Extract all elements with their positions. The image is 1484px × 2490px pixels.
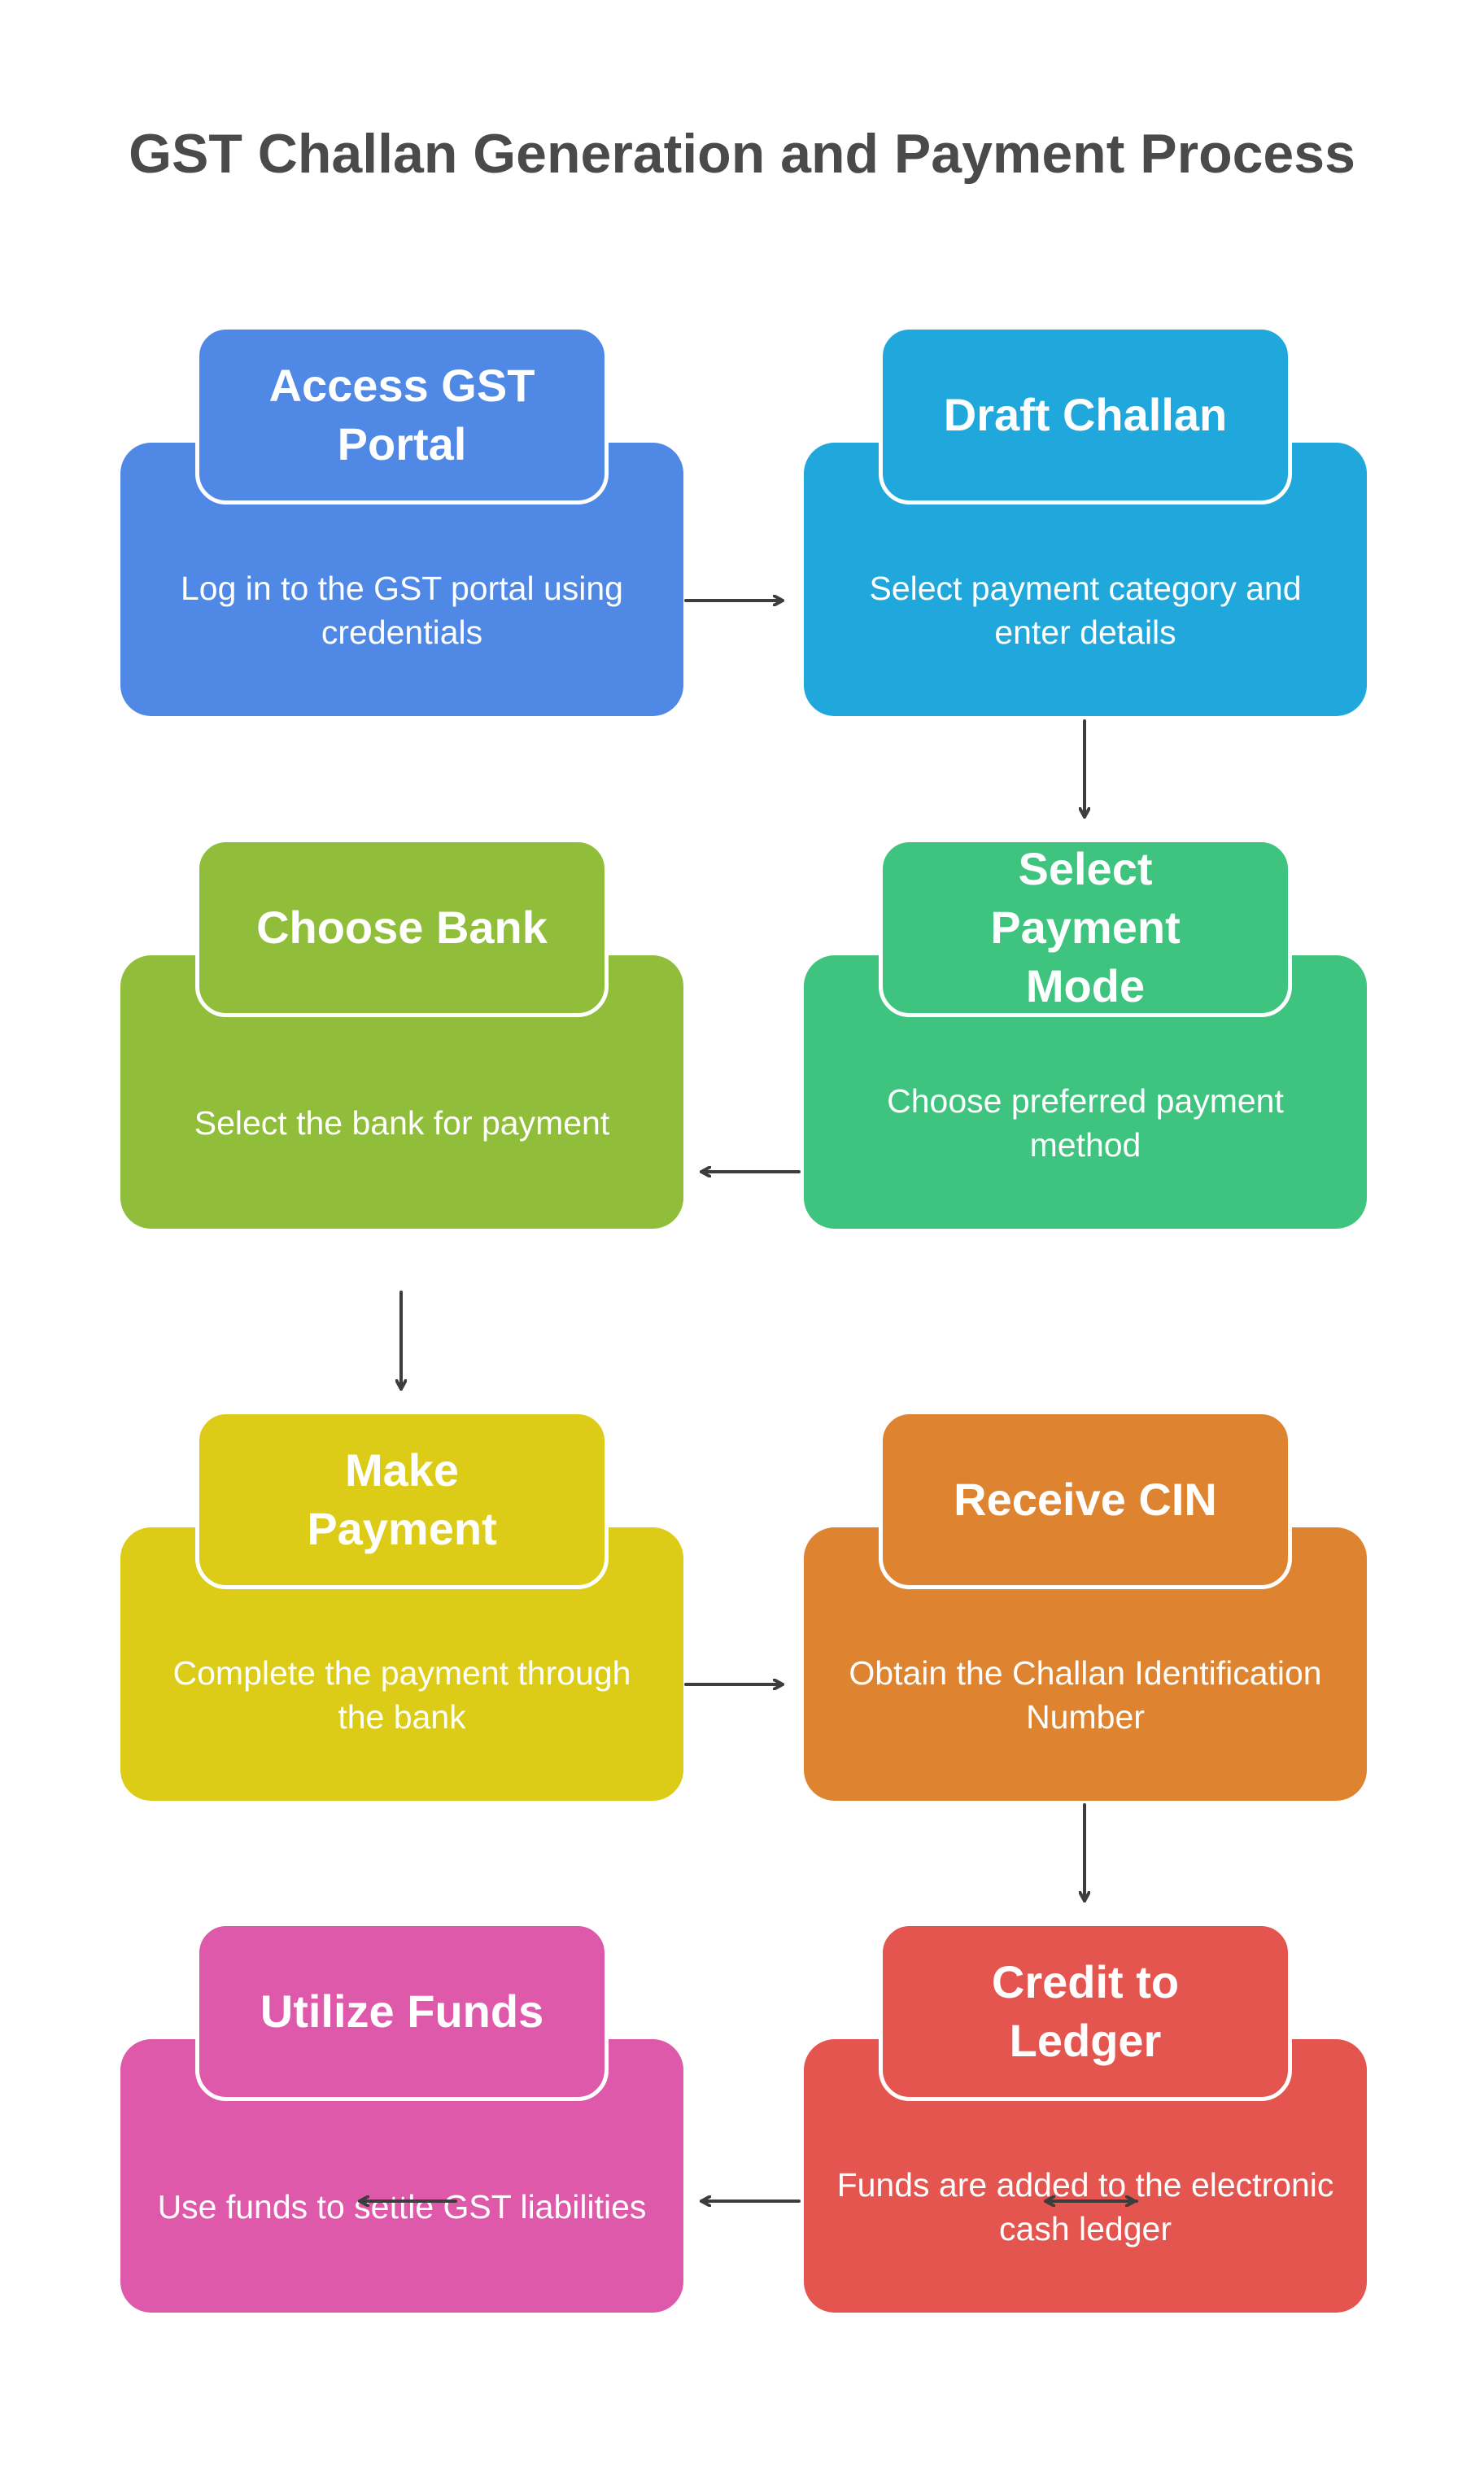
step-utilize-funds: Utilize Funds Use funds to settle GST li… bbox=[120, 1922, 683, 2313]
step-title: Credit to Ledger bbox=[879, 1922, 1292, 2101]
step-title: Utilize Funds bbox=[195, 1922, 609, 2101]
step-select-payment-mode: Select Payment Mode Choose preferred pay… bbox=[804, 838, 1367, 1229]
step-description: Log in to the GST portal using credentia… bbox=[181, 570, 623, 651]
step-title: Access GST Portal bbox=[195, 325, 609, 505]
step-receive-cin: Receive CIN Obtain the Challan Identific… bbox=[804, 1410, 1367, 1801]
step-description: Complete the payment through the bank bbox=[172, 1654, 631, 1736]
page-title: GST Challan Generation and Payment Proce… bbox=[129, 123, 1355, 185]
step-credit-to-ledger: Credit to Ledger Funds are added to the … bbox=[804, 1922, 1367, 2313]
step-description: Select payment category and enter detail… bbox=[869, 570, 1302, 651]
step-title: Select Payment Mode bbox=[879, 838, 1292, 1017]
step-draft-challan: Draft Challan Select payment category an… bbox=[804, 325, 1367, 716]
step-title: Choose Bank bbox=[195, 838, 609, 1017]
step-description: Use funds to settle GST liabilities bbox=[157, 2188, 647, 2226]
step-make-payment: Make Payment Complete the payment throug… bbox=[120, 1410, 683, 1801]
step-description: Select the bank for payment bbox=[194, 1104, 610, 1142]
step-title: Draft Challan bbox=[879, 325, 1292, 505]
step-description: Choose preferred payment method bbox=[887, 1082, 1284, 1164]
step-choose-bank: Choose Bank Select the bank for payment bbox=[120, 838, 683, 1229]
step-title: Make Payment bbox=[195, 1410, 609, 1589]
step-title: Receive CIN bbox=[879, 1410, 1292, 1589]
step-description: Funds are added to the electronic cash l… bbox=[836, 2166, 1334, 2248]
step-description: Obtain the Challan Identification Number bbox=[849, 1654, 1322, 1736]
step-access-gst-portal: Access GST Portal Log in to the GST port… bbox=[120, 325, 683, 716]
